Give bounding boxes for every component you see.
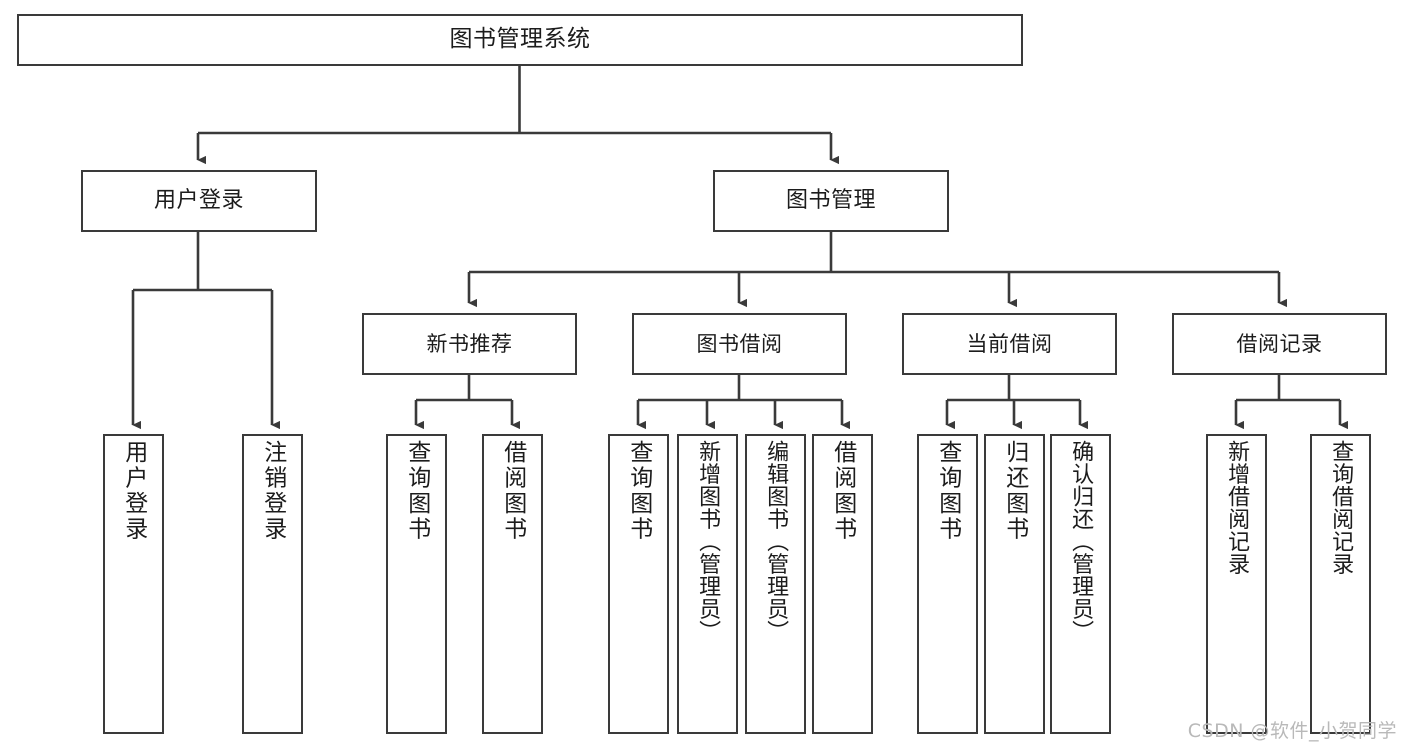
- node-label: 新增借阅记录: [1224, 440, 1250, 575]
- node-label: 图书管理: [785, 188, 876, 214]
- node-label: 归还图书: [1001, 440, 1028, 542]
- leaf-book-borrow-edit-book-admin[interactable]: 编辑图书（管理员）: [745, 434, 806, 734]
- leaf-current-borrow-confirm-return-admin[interactable]: 确认归还（管理员）: [1050, 434, 1111, 734]
- node-label: 查询借阅记录: [1328, 440, 1354, 575]
- node-label: 图书管理系统: [449, 26, 591, 53]
- leaf-user-login-login[interactable]: 用户登录: [103, 434, 164, 734]
- node-user-login[interactable]: 用户登录: [81, 170, 317, 232]
- node-label: 借阅记录: [1236, 331, 1323, 356]
- leaf-book-borrow-query[interactable]: 查询图书: [608, 434, 669, 734]
- leaf-book-borrow-add-book-admin[interactable]: 新增图书（管理员）: [677, 434, 738, 734]
- node-label: 注销登录: [259, 440, 286, 542]
- leaf-new-book-borrow[interactable]: 借阅图书: [482, 434, 543, 734]
- node-borrowing-records[interactable]: 借阅记录: [1172, 313, 1387, 375]
- node-current-borrowing[interactable]: 当前借阅: [902, 313, 1117, 375]
- node-label: 借阅图书: [499, 440, 526, 542]
- node-label: 查询图书: [625, 440, 652, 542]
- leaf-borrow-record-query[interactable]: 查询借阅记录: [1310, 434, 1371, 734]
- node-label: 查询图书: [934, 440, 961, 542]
- leaf-book-borrow-borrow-book[interactable]: 借阅图书: [812, 434, 873, 734]
- node-book-borrowing[interactable]: 图书借阅: [632, 313, 847, 375]
- node-label: 用户登录: [153, 188, 244, 214]
- leaf-current-borrow-query[interactable]: 查询图书: [917, 434, 978, 734]
- node-label: 编辑图书（管理员）: [763, 440, 789, 643]
- node-label: 图书借阅: [696, 331, 783, 356]
- node-label: 当前借阅: [966, 331, 1053, 356]
- node-new-book-recommendation[interactable]: 新书推荐: [362, 313, 577, 375]
- node-label: 查询图书: [403, 440, 430, 542]
- node-root-book-management-system[interactable]: 图书管理系统: [17, 14, 1023, 66]
- node-label: 借阅图书: [829, 440, 856, 542]
- leaf-borrow-record-add[interactable]: 新增借阅记录: [1206, 434, 1267, 734]
- node-label: 新书推荐: [426, 331, 513, 356]
- node-book-management[interactable]: 图书管理: [713, 170, 949, 232]
- leaf-new-book-query[interactable]: 查询图书: [386, 434, 447, 734]
- node-label: 用户登录: [120, 440, 147, 542]
- node-label: 确认归还（管理员）: [1068, 440, 1094, 643]
- leaf-user-login-logout[interactable]: 注销登录: [242, 434, 303, 734]
- node-label: 新增图书（管理员）: [695, 440, 721, 643]
- leaf-current-borrow-return[interactable]: 归还图书: [984, 434, 1045, 734]
